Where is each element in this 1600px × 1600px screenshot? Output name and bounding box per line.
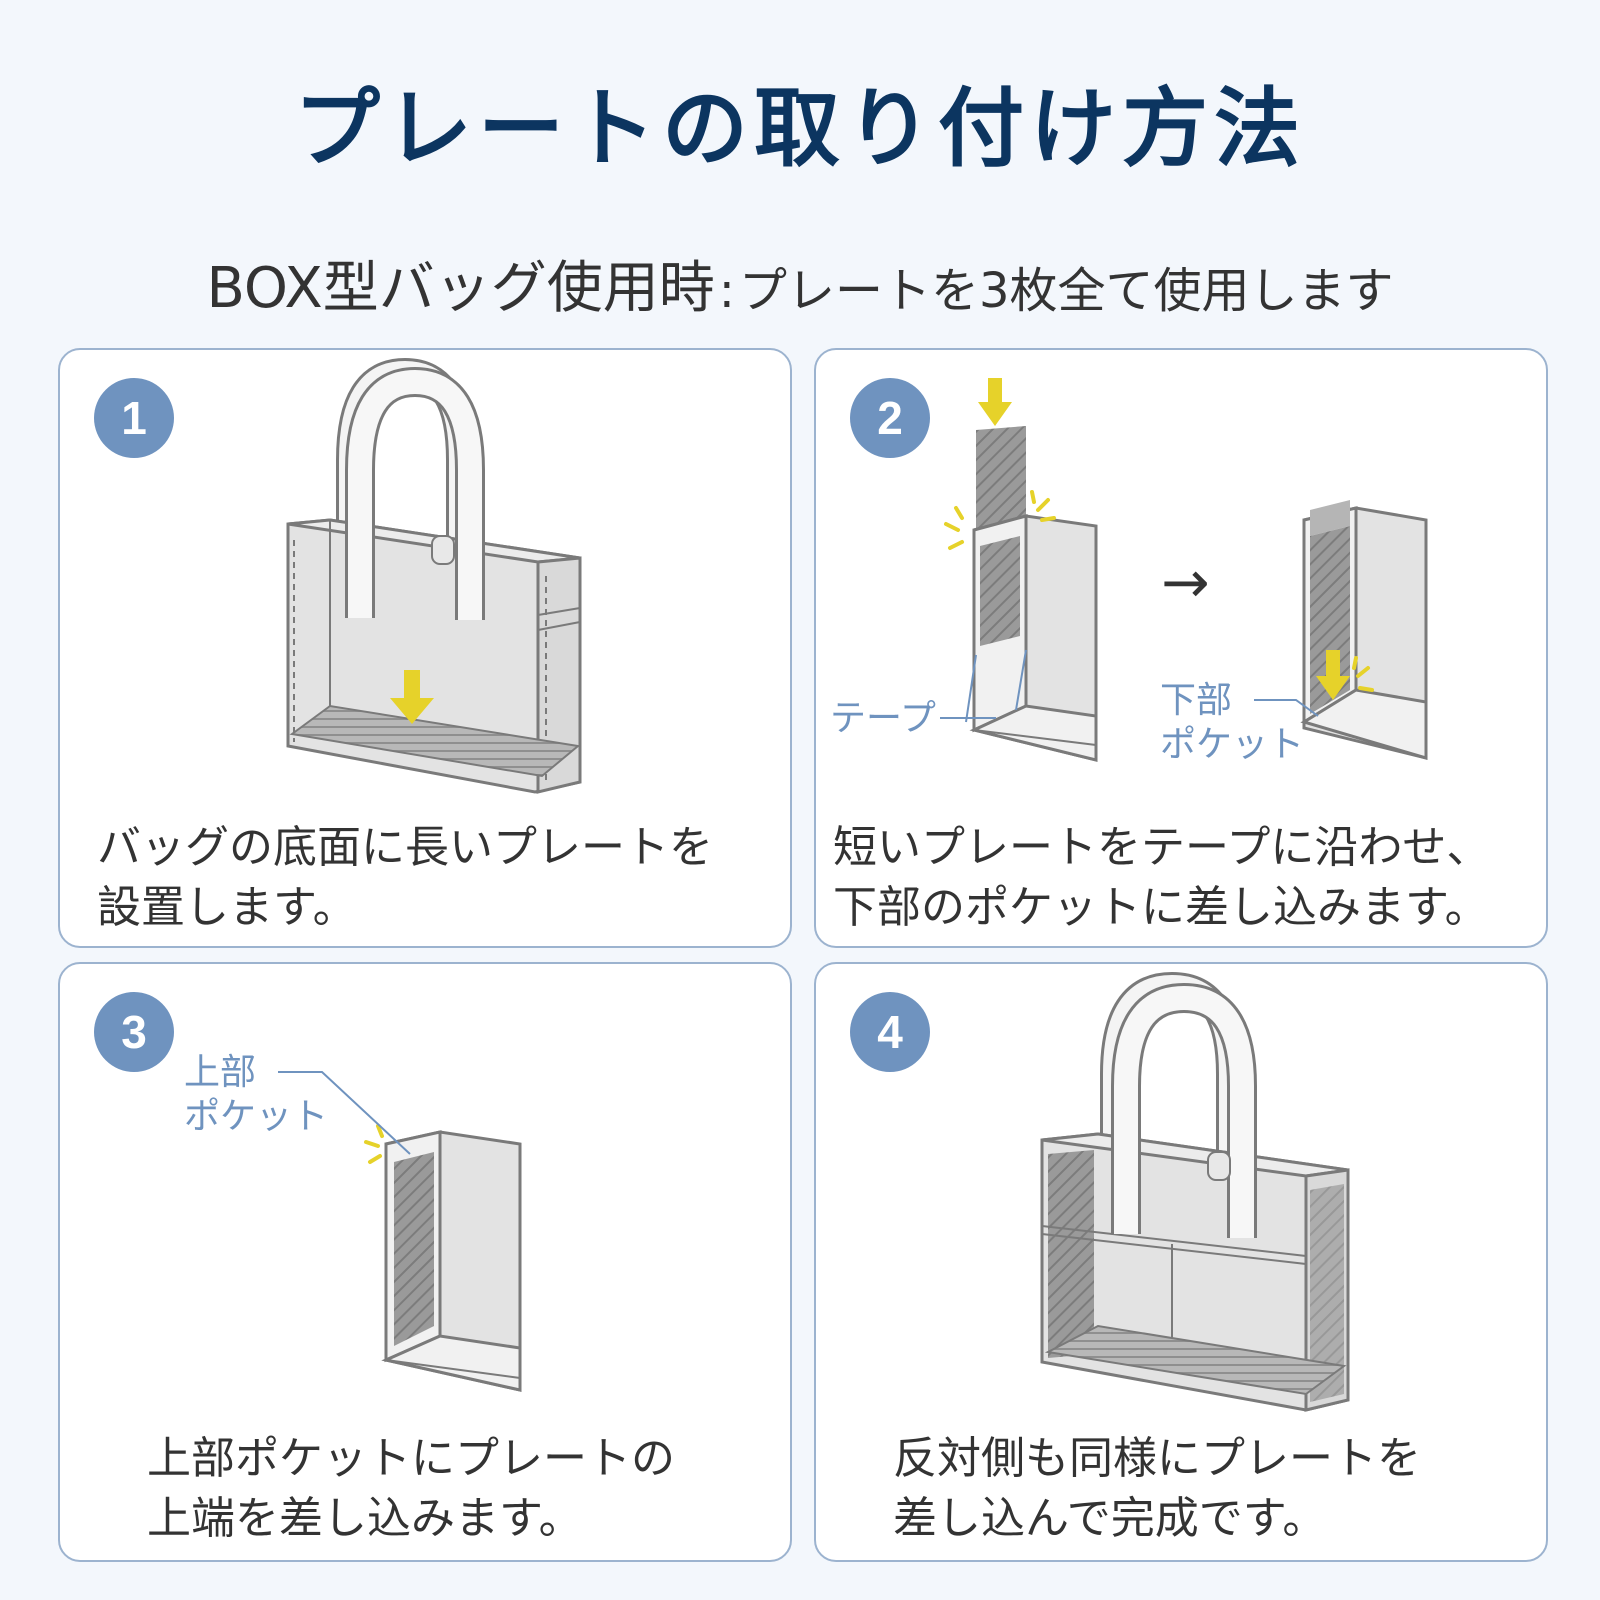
tape-label: テープ: [830, 698, 936, 739]
step-card-4: 4 反対側も同様にプレートを 差し込んで完成です。: [814, 962, 1548, 1562]
step-description: バッグの底面に長いプレートを 設置します。: [60, 818, 790, 938]
upper-pocket-illustration: 上部 ポケット: [184, 1052, 522, 1392]
step-number-badge: 2: [850, 378, 930, 458]
subtitle-separator: :: [718, 263, 735, 319]
step-description-line: 設置します。: [97, 882, 357, 933]
lower-label: 下部: [1160, 680, 1232, 721]
subtitle-lead: BOX型バッグ使用時: [206, 256, 715, 321]
bag-bottom-plate-illustration: [286, 357, 582, 794]
step-description-line: 短いプレートをテープに沿わせ、: [833, 822, 1491, 873]
pocket-label: ポケット: [184, 1096, 328, 1137]
page-subtitle: BOX型バッグ使用時:プレートを3枚全て使用します: [0, 255, 1600, 322]
side-plate-insert-illustration: テープ → 下部 ポケット: [830, 378, 1428, 765]
step-description-line: バッグの底面に長いプレートを: [97, 822, 713, 873]
subtitle-rest: プレートを3枚全て使用します: [738, 263, 1394, 319]
page-title: プレートの取り付け方法: [294, 79, 1306, 179]
step-card-3: 上部 ポケット 3 上部ポケットにプレートの 上端を差し込みます。: [58, 962, 792, 1562]
pocket-label: ポケット: [1160, 724, 1304, 765]
step-card-1: 1 バッグの底面に長いプレートを 設置します。: [58, 348, 792, 948]
step-description-line: 下部のポケットに差し込みます。: [833, 882, 1489, 933]
upper-label: 上部: [184, 1052, 256, 1093]
step-number-badge: 1: [94, 378, 174, 458]
step-card-2: テープ → 下部 ポケット 2 短いプレートをテープに沿わせ、 下部のポケットに…: [814, 348, 1548, 948]
step-description: 反対側も同様にプレートを 差し込んで完成です。: [816, 1429, 1546, 1549]
next-arrow: →: [1161, 548, 1210, 616]
step-description: 短いプレートをテープに沿わせ、 下部のポケットに差し込みます。: [816, 818, 1546, 938]
step-description-line: 上端を差し込みます。: [147, 1493, 583, 1544]
step-description-line: 差し込んで完成です。: [893, 1493, 1327, 1544]
step-description-line: 反対側も同様にプレートを: [893, 1433, 1421, 1484]
completed-bag-illustration: [1040, 971, 1350, 1412]
step-description: 上部ポケットにプレートの 上端を差し込みます。: [60, 1429, 790, 1549]
step-number-badge: 3: [94, 992, 174, 1072]
step-number-badge: 4: [850, 992, 930, 1072]
step-description-line: 上部ポケットにプレートの: [147, 1433, 675, 1484]
